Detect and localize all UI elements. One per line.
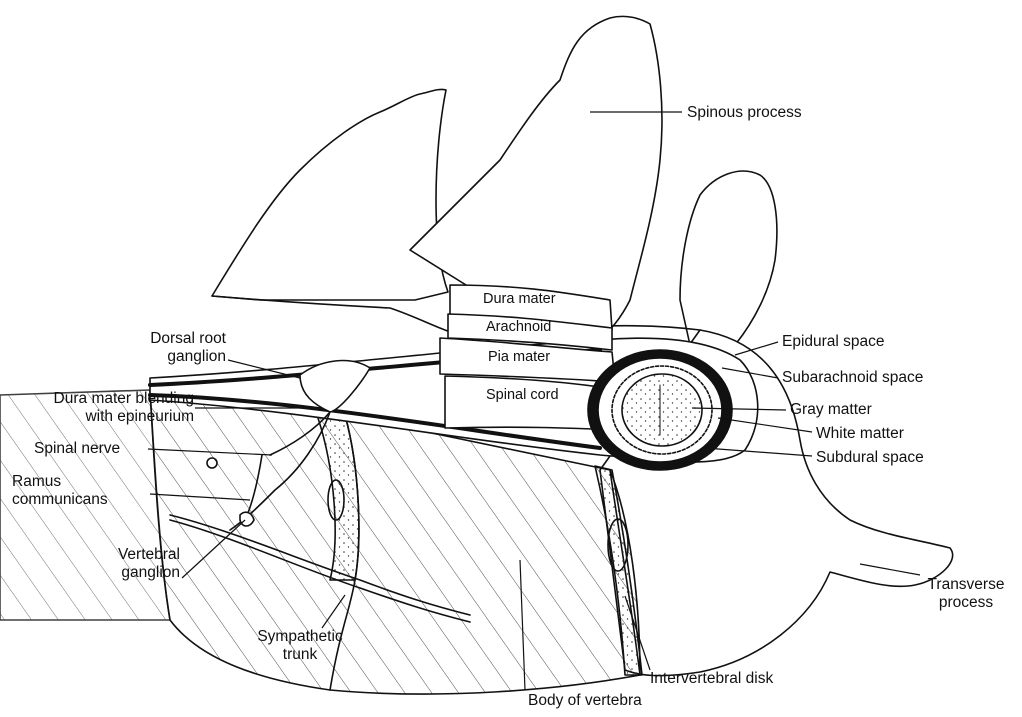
label-sympathetic-trunk: Sympathetic trunk — [250, 628, 350, 664]
label-vertebral-ganglion: Vertebral ganglion — [70, 546, 180, 582]
label-white-matter: White matter — [816, 425, 904, 443]
label-pia-mater: Pia mater — [488, 349, 550, 365]
vertebral-ganglion — [240, 512, 254, 526]
label-dura-blending: Dura mater blending with epineurium — [6, 390, 194, 426]
label-dura-mater: Dura mater — [483, 291, 556, 307]
label-subdural-space: Subdural space — [816, 449, 924, 467]
label-spinal-cord: Spinal cord — [486, 387, 559, 403]
label-subarachnoid-space: Subarachnoid space — [782, 369, 923, 387]
label-transverse-process: Transverse process — [918, 576, 1014, 612]
label-arachnoid: Arachnoid — [486, 319, 551, 335]
gray-matter-section — [622, 374, 702, 446]
left-spinous-process — [212, 89, 448, 300]
right-spinous-process — [680, 171, 777, 345]
label-gray-matter: Gray matter — [790, 401, 872, 419]
label-epidural-space: Epidural space — [782, 333, 885, 351]
label-ramus-communicans: Ramus communicans — [12, 473, 108, 509]
label-body-of-vertebra: Body of vertebra — [528, 692, 642, 710]
label-spinal-nerve: Spinal nerve — [34, 440, 120, 458]
label-spinous-process: Spinous process — [687, 104, 802, 122]
label-dorsal-root-ganglion: Dorsal root ganglion — [130, 330, 226, 366]
label-intervertebral-disk: Intervertebral disk — [650, 670, 773, 688]
